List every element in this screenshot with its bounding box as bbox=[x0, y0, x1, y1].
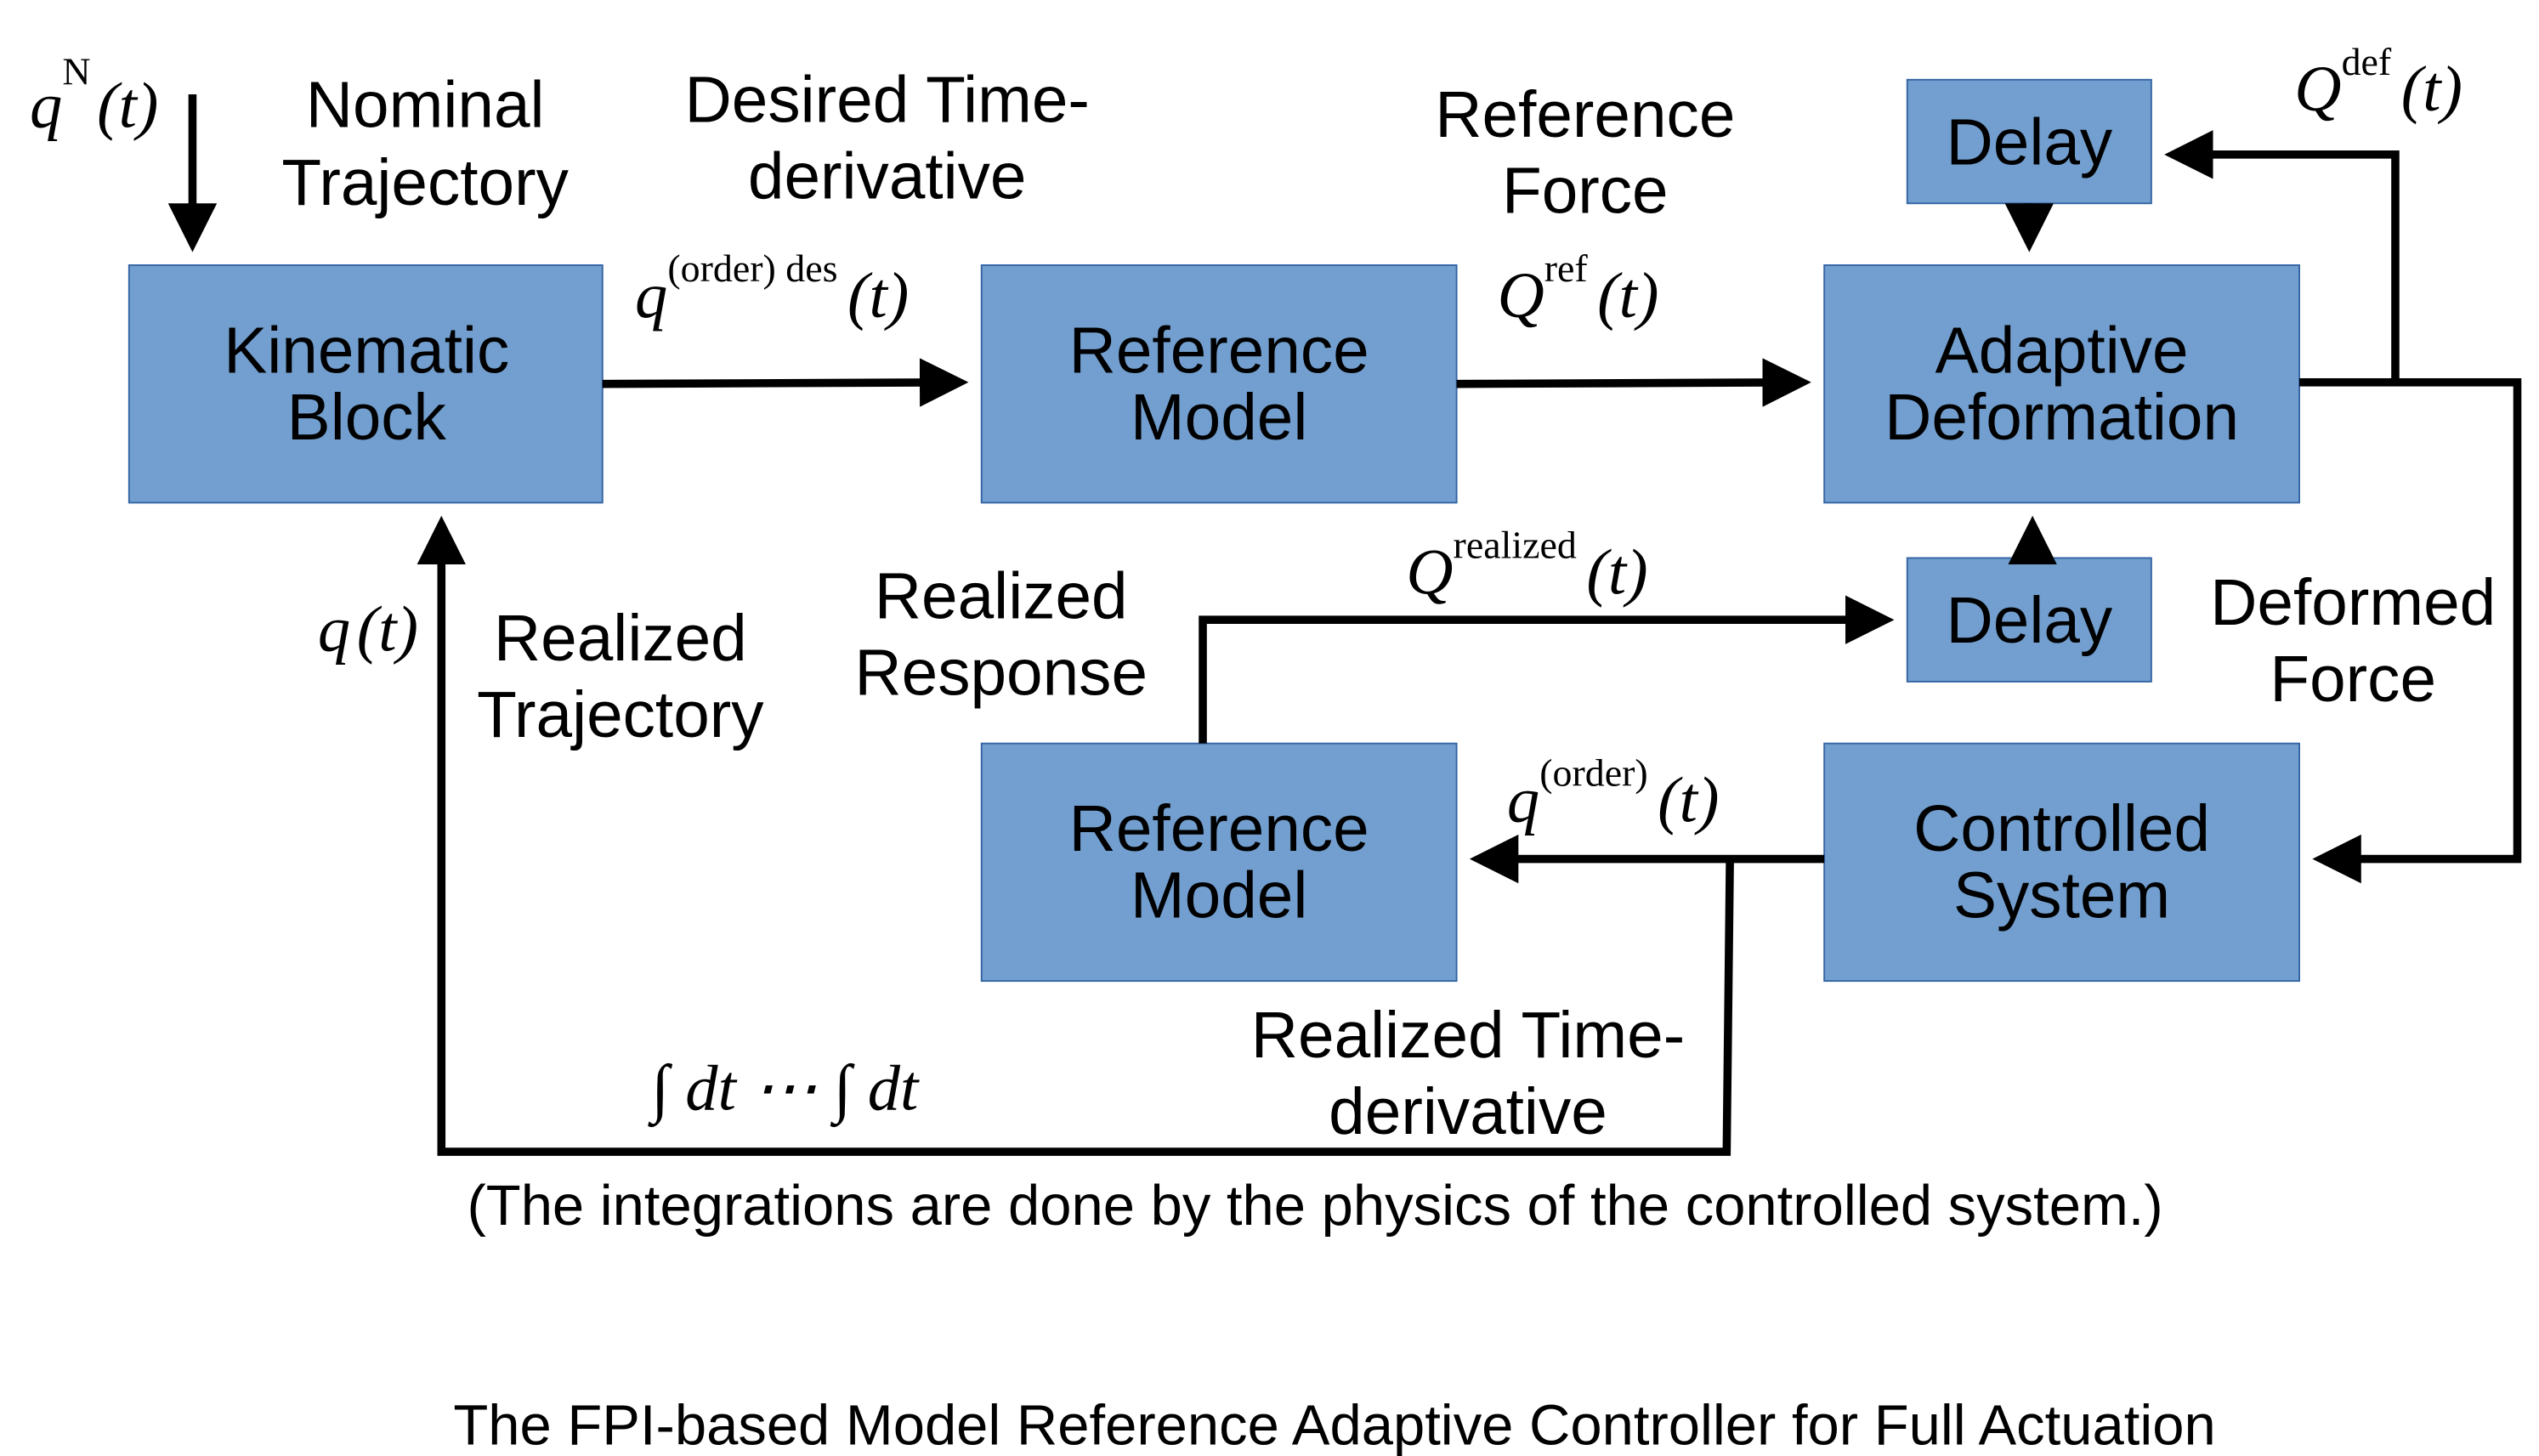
math-integral: ∫ dt ⋯ ∫ dt bbox=[647, 1051, 920, 1127]
label-line: Reference bbox=[1435, 79, 1735, 151]
label-line: Desired Time- bbox=[685, 65, 1090, 137]
label-line: Trajectory bbox=[477, 679, 764, 751]
label-nominal-trajectory: Nominal Trajectory bbox=[281, 69, 569, 219]
block-label: Model bbox=[1131, 382, 1308, 454]
label-line: Nominal bbox=[306, 69, 545, 141]
delay-bottom-block: Delay bbox=[1906, 557, 2152, 683]
block-label: Delay bbox=[1946, 106, 2112, 178]
math-Q-def: Qdef(t) bbox=[2294, 40, 2462, 125]
block-label: Deformation bbox=[1884, 382, 2239, 454]
block-label: Reference bbox=[1069, 793, 1369, 865]
math-q-order-des: q(order) des(t) bbox=[635, 246, 909, 331]
label-line: Realized bbox=[875, 560, 1128, 632]
arrow-realized-trajectory bbox=[417, 515, 1734, 1156]
label-reference-force: Reference Force bbox=[1435, 79, 1735, 228]
label-line: Realized bbox=[494, 603, 747, 675]
delay-top-block: Delay bbox=[1906, 78, 2152, 205]
block-label: Kinematic bbox=[224, 314, 509, 387]
label-line: Response bbox=[854, 637, 1148, 709]
connections bbox=[167, 94, 2522, 1156]
label-line: Force bbox=[1502, 156, 1669, 228]
block-label: System bbox=[1953, 859, 2170, 932]
label-desired-derivative: Desired Time- derivative bbox=[685, 65, 1090, 213]
block-label: Reference bbox=[1069, 314, 1369, 387]
integration-note: (The integrations are done by the physic… bbox=[467, 1174, 2162, 1238]
math-qN: qN(t) bbox=[30, 50, 158, 142]
diagram-title: The FPI-based Model Reference Adaptive C… bbox=[453, 1394, 2215, 1456]
reference-model-top-block: Reference Model bbox=[980, 264, 1458, 504]
math-Q-realized: Qrealized(t) bbox=[1406, 523, 1647, 608]
label-line: Trajectory bbox=[281, 147, 569, 219]
label-line: Realized Time- bbox=[1251, 1000, 1686, 1072]
arrow-deformed-force bbox=[2299, 377, 2522, 884]
label-line: derivative bbox=[1329, 1076, 1607, 1148]
label-line: Deformed bbox=[2210, 567, 2496, 639]
math-q: q(t) bbox=[318, 593, 418, 666]
block-label: Delay bbox=[1946, 585, 2112, 657]
arrow-feedback-delay bbox=[2164, 130, 2400, 382]
label-realized-trajectory: Realized Trajectory bbox=[477, 603, 764, 751]
arrow-reference-to-adaptive bbox=[1456, 358, 1811, 407]
controlled-system-block: Controlled System bbox=[1823, 742, 2300, 983]
block-label: Block bbox=[287, 382, 447, 454]
label-realized-response: Realized Response bbox=[854, 560, 1148, 709]
adaptive-deformation-block: Adaptive Deformation bbox=[1823, 264, 2300, 504]
block-label: Adaptive bbox=[1935, 314, 2189, 387]
arrow-kinematic-to-reference bbox=[602, 358, 969, 407]
math-q-order: q(order)(t) bbox=[1507, 751, 1719, 836]
block-label: Model bbox=[1131, 859, 1308, 932]
kinematic-block: Kinematic Block bbox=[128, 264, 604, 504]
reference-model-bottom-block: Reference Model bbox=[980, 742, 1458, 983]
arrow-realized-response bbox=[1199, 595, 1895, 744]
label-realized-derivative: Realized Time- derivative bbox=[1251, 1000, 1686, 1148]
label-line: derivative bbox=[748, 141, 1027, 213]
math-Q-ref: Qref(t) bbox=[1497, 246, 1658, 331]
label-line: Force bbox=[2270, 643, 2436, 716]
label-deformed-force: Deformed Force bbox=[2210, 567, 2496, 716]
block-label: Controlled bbox=[1913, 793, 2210, 865]
